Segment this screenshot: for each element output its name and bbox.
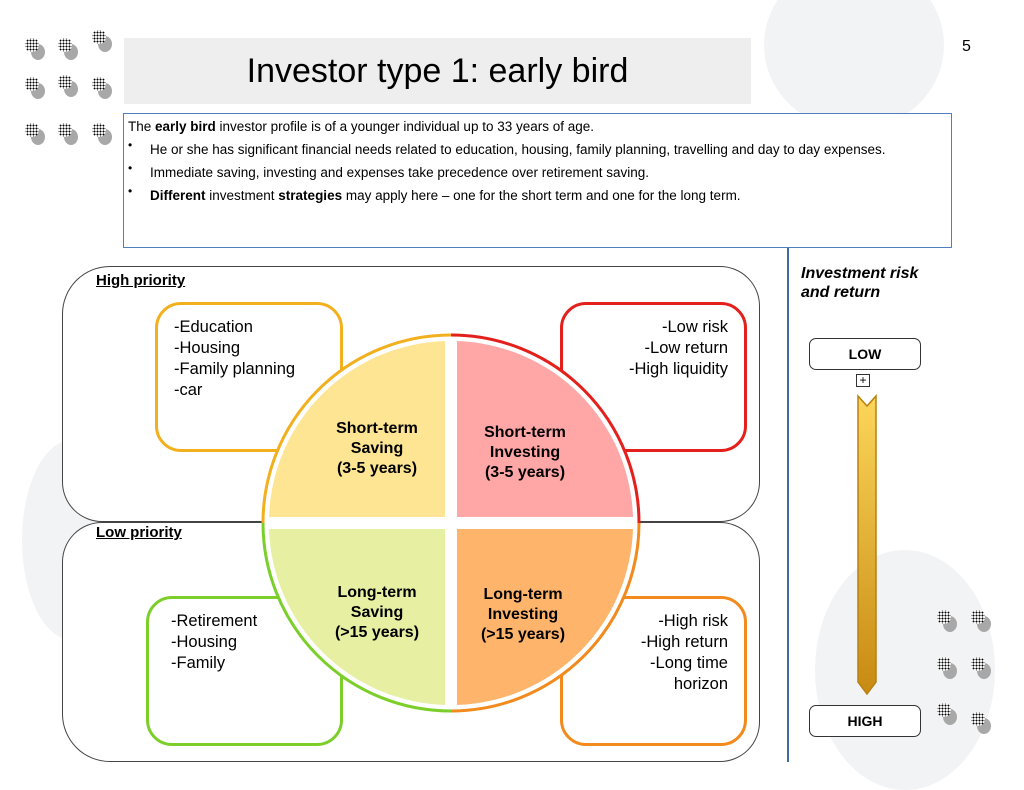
- background-blob-top-right: [764, 0, 944, 130]
- quadrant-circle-graphic: [261, 333, 641, 713]
- dots-icon: [25, 123, 47, 145]
- intro-bullet-list: He or she has significant financial need…: [128, 137, 947, 204]
- intro-lead-prefix: The: [128, 119, 156, 134]
- long-term-investing-label: Long-term Investing (>15 years): [480, 586, 566, 643]
- section-divider: [787, 248, 789, 762]
- dots-icon: [25, 38, 47, 60]
- quadrant-short-term-saving: [269, 341, 445, 517]
- intro-lead-bold: early bird: [155, 119, 216, 134]
- high-priority-label: High priority: [96, 272, 186, 289]
- dots-icon: [971, 657, 993, 679]
- dots-icon: [92, 30, 114, 52]
- dots-icon: [937, 610, 959, 632]
- long-term-saving-label: Long-term Saving (>15 years): [334, 584, 420, 641]
- quadrant-short-term-investing: [457, 341, 633, 517]
- risk-scale-arrow-icon: [857, 394, 877, 696]
- dots-icon: [937, 703, 959, 725]
- intro-text-box: The early bird investor profile is of a …: [123, 113, 952, 248]
- slide-title-bar: Investor type 1: early bird: [124, 38, 751, 104]
- expand-plus-icon[interactable]: +: [856, 374, 870, 387]
- intro-bullet: Immediate saving, investing and expenses…: [128, 160, 947, 181]
- background-blob-bottom-right: [815, 550, 995, 790]
- dots-icon: [92, 123, 114, 145]
- quadrant-long-term-saving: [269, 529, 445, 705]
- risk-high-label: HIGH: [809, 705, 921, 737]
- slide-title: Investor type 1: early bird: [246, 51, 629, 90]
- page-number: 5: [962, 38, 971, 55]
- low-priority-label: Low priority: [96, 524, 182, 541]
- intro-lead-suffix: investor profile is of a younger individ…: [215, 119, 595, 134]
- short-term-investing-label: Short-term Investing (3-5 years): [484, 424, 566, 481]
- intro-bullet: He or she has significant financial need…: [128, 137, 947, 158]
- risk-low-label: LOW: [809, 338, 921, 370]
- dots-icon: [92, 77, 114, 99]
- dots-icon: [58, 123, 80, 145]
- strategy-quadrant-circle: Short-term Saving (3-5 years) Short-term…: [261, 333, 641, 713]
- dots-icon: [58, 38, 80, 60]
- long-term-investing-traits-box: -High risk -High return -Long time horiz…: [560, 596, 747, 746]
- dots-icon: [937, 657, 959, 679]
- dots-icon: [25, 77, 47, 99]
- intro-bullet: Different investment strategies may appl…: [128, 183, 947, 204]
- short-term-saving-label: Short-term Saving (3-5 years): [336, 420, 418, 477]
- intro-lead: The early bird investor profile is of a …: [128, 118, 947, 135]
- dots-icon: [971, 610, 993, 632]
- dots-icon: [58, 75, 80, 97]
- dots-icon: [971, 712, 993, 734]
- quadrant-long-term-investing: [457, 529, 633, 705]
- short-term-needs-box: -Education -Housing -Family planning -ca…: [155, 302, 343, 452]
- risk-return-title: Investment risk and return: [801, 265, 919, 301]
